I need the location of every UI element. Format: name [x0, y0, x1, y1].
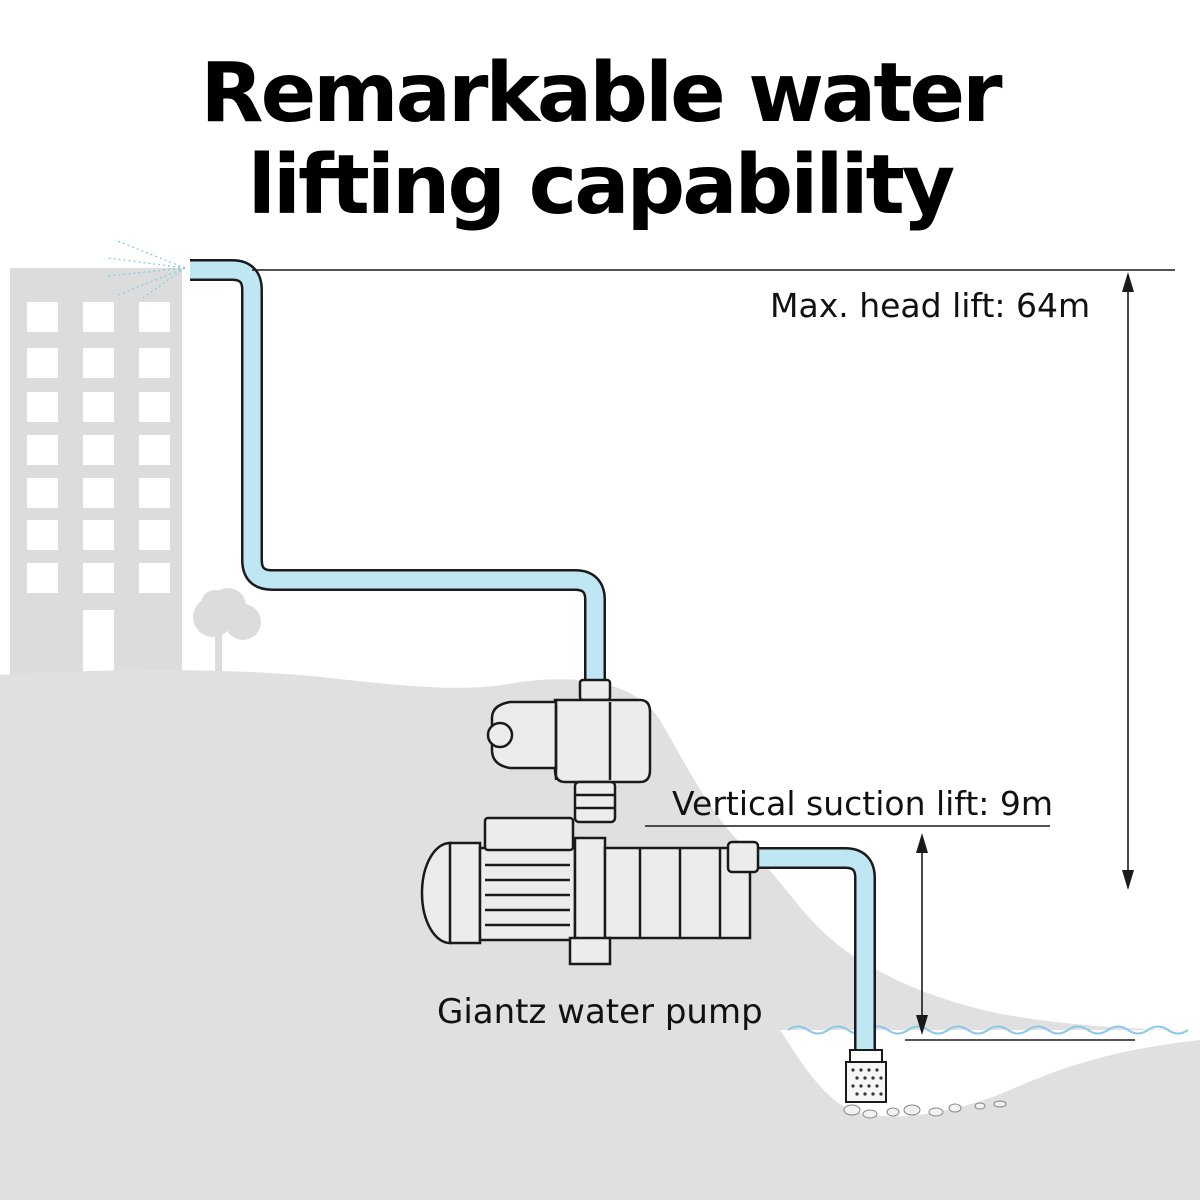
suction-double-arrow-icon [916, 833, 928, 1035]
water-pump-icon [420, 816, 760, 966]
water-waves-icon [787, 1025, 1189, 1035]
pebbles [843, 1100, 1007, 1119]
title-line-1: Remarkable water [200, 46, 1002, 141]
strainer-icon [845, 1049, 887, 1103]
suction-pipe [755, 847, 876, 1052]
measurement-lines [252, 269, 1175, 1041]
vertical-suction-lift-label: Vertical suction lift: 9m [672, 784, 1054, 823]
title-line-2: lifting capability [247, 138, 955, 233]
spray-nozzle-icon [107, 239, 186, 301]
page-title: Remarkable water lifting capability [0, 48, 1200, 232]
discharge-pipe [190, 259, 606, 685]
building-icon [10, 268, 182, 688]
max-head-lift-label: Max. head lift: 64m [770, 286, 1091, 325]
tree-icon [193, 588, 261, 683]
pressure-controller-icon [486, 678, 652, 824]
double-arrow-icon [1122, 272, 1134, 890]
pump-name-label: Giantz water pump [437, 992, 763, 1032]
